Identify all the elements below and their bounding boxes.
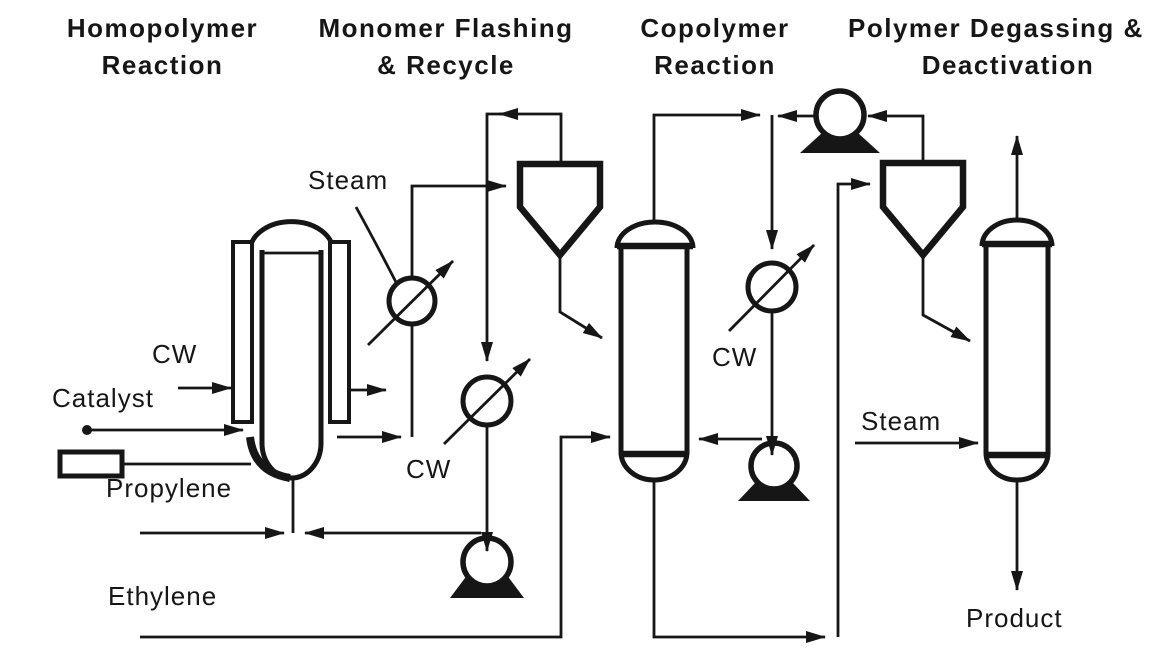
title-line: Deactivation [921, 50, 1095, 80]
recycle-pump [450, 425, 524, 598]
label-catalyst: Catalyst [52, 383, 154, 413]
copolymer-bottoms-line [652, 479, 826, 643]
pump-suction-line [867, 110, 925, 163]
section-title-degassing: Polymer Degassing & Deactivation [848, 10, 1155, 84]
reactor-overhead-line [652, 109, 761, 222]
title-line: Copolymer [640, 13, 790, 43]
vessel-dome [247, 219, 336, 252]
title-line: Polymer Degassing & [848, 13, 1144, 43]
steam-heater-exchanger [367, 260, 454, 346]
copolymer-reactor-column [614, 219, 696, 483]
label-cw-homopolymer: CW [152, 339, 198, 369]
loop-circulation-pump [738, 311, 810, 501]
degasser-bottoms-line [921, 256, 971, 343]
vessel-bottom-head [259, 442, 324, 481]
homopolymer-streams [82, 382, 481, 539]
section-title-monomer-flashing: Monomer Flashing & Recycle [306, 10, 586, 84]
label-product: Product [966, 603, 1063, 633]
pump-pedestal [800, 133, 880, 153]
ethylene-feed-line [140, 431, 611, 639]
section-title-homopolymer: Homopolymer Reaction [40, 10, 285, 84]
gas-recycle-pump [800, 88, 880, 153]
copolymer-streams [140, 109, 925, 643]
title-line: Monomer Flashing [318, 13, 574, 43]
catalyst-line-start-dot [82, 425, 92, 435]
label-ethylene: Ethylene [108, 581, 218, 611]
column-dome [614, 219, 696, 249]
jacketed-loop-reactor [231, 219, 351, 482]
exchanger-diagonal [443, 358, 531, 445]
jacket-right [328, 240, 351, 424]
propylene-feed-drum [57, 449, 125, 479]
label-cw-copolymer: CW [712, 342, 758, 372]
riser-to-degasser-line [836, 178, 871, 637]
title-line: Reaction [101, 50, 224, 80]
separator-bottoms-line [558, 256, 603, 340]
column-dome [979, 217, 1055, 247]
title-line: & Recycle [377, 50, 515, 80]
internal-deflector [246, 436, 291, 482]
label-cw-flash: CW [406, 454, 452, 484]
section-title-copolymer: Copolymer Reaction [595, 10, 835, 84]
degassing-separator [879, 159, 967, 261]
recycle-cooler-exchanger [443, 358, 531, 445]
steam-leader-line [354, 206, 402, 291]
flash-riser-to-separator [410, 180, 507, 278]
jacket-left [231, 240, 254, 424]
title-line: Homopolymer [66, 13, 259, 43]
label-steam-degassing: Steam [861, 406, 942, 436]
column-bottom-head [618, 451, 690, 483]
title-line: Reaction [654, 50, 776, 80]
flash-recycle-streams [354, 108, 603, 437]
column-bottom-head [983, 452, 1051, 483]
degassing-streams [855, 135, 1023, 591]
exchanger-diagonal [728, 244, 815, 332]
pump-body [813, 88, 867, 142]
label-propylene: Propylene [106, 473, 233, 503]
exchanger-diagonal [367, 260, 454, 346]
vapor-recycle-line [481, 112, 563, 362]
flash-separator [516, 160, 604, 261]
label-steam-flash: Steam [308, 165, 389, 195]
pump-body [748, 440, 800, 492]
steam-stripper-column [979, 217, 1055, 483]
